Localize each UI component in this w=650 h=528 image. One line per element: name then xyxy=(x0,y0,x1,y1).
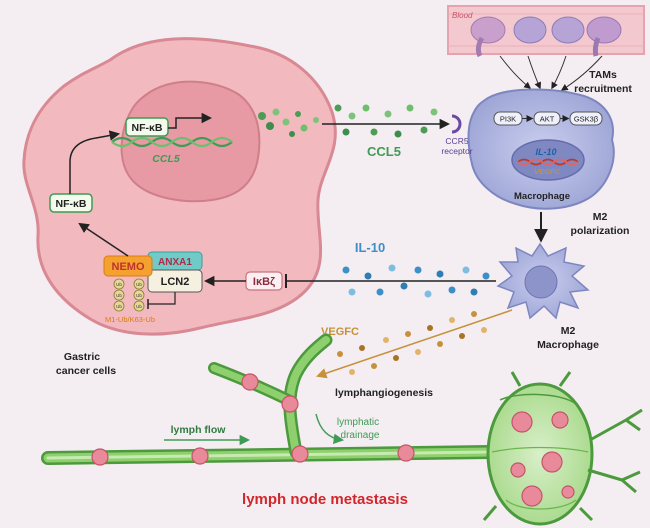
metastatic-cells xyxy=(91,373,415,466)
ccr5-receptor-icon xyxy=(451,114,462,134)
lymph-node xyxy=(482,371,643,526)
il10-dots xyxy=(342,264,490,298)
vegfc-gene-label: VEGFC xyxy=(534,167,560,176)
dna-helix-nucleus xyxy=(111,136,233,148)
il10-gene-label: IL-10 xyxy=(535,147,556,157)
tams-label-2: recruitment xyxy=(574,83,632,95)
ubiquitin-chain: Ub Ub Ub Ub Ub Ub xyxy=(113,278,145,312)
ccr5-label-2: receptor xyxy=(441,146,472,156)
m2-polarization-label-1: M2 xyxy=(593,211,608,223)
ub-label: Ub xyxy=(136,304,142,309)
lcn2-ub-link xyxy=(148,292,176,305)
lcn2-label: LCN2 xyxy=(161,276,190,288)
tams-label-1: TAMs xyxy=(589,69,617,81)
ccl5-dots-extracellular xyxy=(334,104,438,138)
vegfc-arrow xyxy=(316,309,513,379)
ccl5-dots-intracellular xyxy=(258,108,319,137)
nemo-label: NEMO xyxy=(112,261,145,273)
nfkb-cytoplasm-label: NF-κB xyxy=(56,198,87,210)
m2-macrophage-nucleus xyxy=(524,265,558,299)
gastric-label-1: Gastric xyxy=(64,351,100,363)
nfkb-cytoplasm-box xyxy=(49,193,93,213)
ccl5-gene-label: CCL5 xyxy=(152,153,180,165)
nemo-box xyxy=(103,255,153,277)
macrophage-label: Macrophage xyxy=(514,191,570,202)
ub-label: Ub xyxy=(116,282,122,287)
vegfc-signal-label: VEGFC xyxy=(321,326,359,338)
ub-label: Ub xyxy=(116,304,122,309)
transcription-arrow xyxy=(168,112,213,129)
ikbz-label: IκBζ xyxy=(253,276,275,288)
lymph-flow-label: lymph flow xyxy=(171,424,227,436)
drainage-arrow xyxy=(315,413,345,445)
m2-polarization-label-2: polarization xyxy=(571,225,630,237)
nfkb-nucleus-box xyxy=(125,117,169,137)
vegfc-dots xyxy=(337,311,487,375)
il10-signal-label: IL-10 xyxy=(355,240,385,255)
recruitment-arrows xyxy=(499,55,603,91)
lymphatic-label-2: drainage xyxy=(341,430,380,441)
ccr5-label-1: CCR5 xyxy=(445,136,468,146)
ccl5-signal-label: CCL5 xyxy=(367,144,401,159)
ub-label: Ub xyxy=(136,293,142,298)
lymphatic-vessels xyxy=(41,333,497,465)
akt-label: AKT xyxy=(540,115,555,124)
nfkb-translocation-arrow xyxy=(69,130,121,194)
blood-vessel xyxy=(447,5,645,58)
dna-helix-macrophage xyxy=(517,158,579,166)
pi3k-label: PI3K xyxy=(500,115,516,124)
nemo-nfkb-arrow xyxy=(78,222,129,257)
lymphangiogenesis-label: lymphangiogenesis xyxy=(335,387,433,399)
gsk3b-box xyxy=(569,111,603,126)
m2-macrophage-label-1: M2 xyxy=(561,325,576,337)
metastasis-label: lymph node metastasis xyxy=(242,491,408,508)
blood-label: Blood xyxy=(452,11,473,20)
gsk3b-label: GSK3β xyxy=(574,115,599,124)
annexin-label: ANXA1 xyxy=(158,257,192,268)
ub-label: Ub xyxy=(116,293,122,298)
m2-macrophage-label-2: Macrophage xyxy=(537,339,599,351)
ub-chain-label: M1-Ub/K63-Ub xyxy=(105,315,155,324)
nfkb-nucleus-label: NF-κB xyxy=(132,122,163,134)
gastric-label-2: cancer cells xyxy=(56,365,116,377)
ub-label: Ub xyxy=(136,282,142,287)
lymphatic-label-1: lymphatic xyxy=(337,417,379,428)
